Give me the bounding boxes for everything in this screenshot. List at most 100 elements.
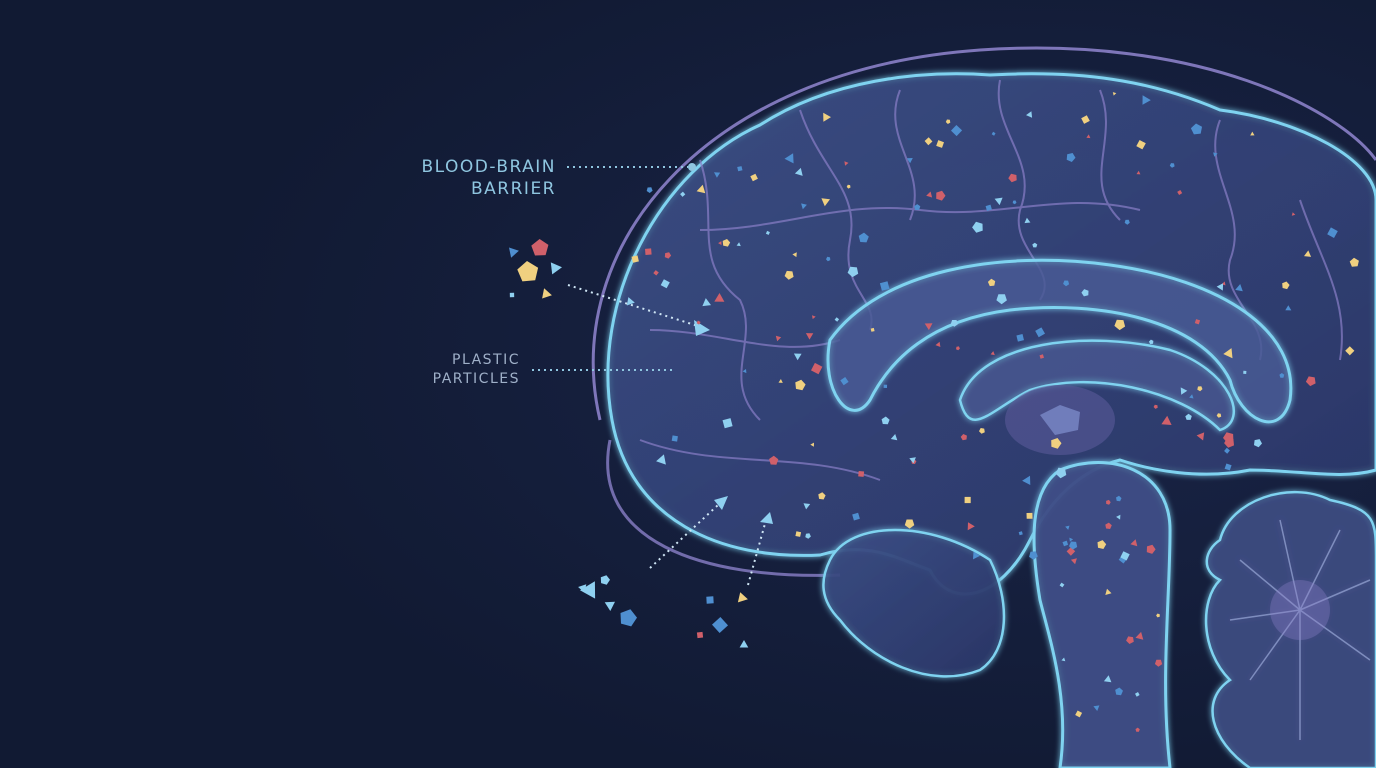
fornix bbox=[958, 339, 1236, 432]
plastic-particle bbox=[906, 158, 913, 164]
plastic-particle bbox=[1051, 438, 1062, 449]
plastic-particle bbox=[960, 434, 967, 441]
plastic-particle bbox=[714, 293, 725, 302]
plastic-particle bbox=[964, 496, 971, 504]
plastic-particle bbox=[852, 512, 860, 521]
plastic-particle bbox=[826, 256, 831, 262]
plastic-particle bbox=[1279, 373, 1285, 378]
plastic-particle bbox=[696, 631, 704, 639]
plastic-particle bbox=[994, 197, 1003, 206]
plastic-particle bbox=[990, 351, 995, 356]
plastic-particle bbox=[1194, 319, 1201, 325]
plastic-particle bbox=[1282, 281, 1290, 290]
plastic-particle bbox=[1135, 727, 1140, 732]
plastic-particle bbox=[950, 320, 958, 327]
cerebellum bbox=[1204, 491, 1376, 768]
plastic-particle bbox=[1189, 394, 1194, 399]
barrier-leader-dot bbox=[688, 163, 696, 171]
plastic-particle bbox=[1135, 631, 1144, 640]
plastic-particle bbox=[951, 125, 963, 137]
plastic-particle bbox=[926, 191, 933, 198]
plastic-particle bbox=[509, 247, 519, 258]
plastic-particle bbox=[1026, 512, 1033, 519]
plastic-particle bbox=[1103, 675, 1112, 683]
plastic-particle bbox=[656, 454, 666, 465]
plastic-particle bbox=[653, 270, 659, 276]
plastic-particle bbox=[664, 252, 672, 259]
plastic-particle bbox=[1032, 242, 1038, 248]
plastic-particle bbox=[1063, 280, 1070, 287]
plastic-particle bbox=[1116, 514, 1121, 520]
plastic-particle bbox=[696, 320, 701, 325]
plastic-particle bbox=[742, 369, 747, 374]
plastic-particle bbox=[765, 230, 770, 235]
plastic-particle bbox=[1093, 705, 1100, 711]
plastic-particle bbox=[834, 317, 840, 322]
plastic-particle bbox=[945, 119, 951, 124]
plastic-particle bbox=[1161, 415, 1172, 425]
plastic-particle bbox=[904, 519, 915, 529]
thalamus-core bbox=[1040, 405, 1080, 435]
plastic-particle bbox=[805, 533, 811, 539]
plastic-particle bbox=[1153, 404, 1158, 409]
plastic-particles bbox=[509, 92, 1359, 732]
plastic-particle bbox=[1146, 544, 1156, 554]
plastic-particle bbox=[1070, 558, 1077, 565]
temporal-lobe bbox=[822, 528, 1006, 678]
plastic-particle bbox=[712, 617, 728, 633]
plastic-particle bbox=[803, 503, 811, 510]
plastic-particle bbox=[737, 166, 743, 172]
plastic-particle bbox=[1039, 354, 1044, 359]
plastic-particle bbox=[870, 327, 875, 332]
plastic-particle bbox=[542, 288, 552, 299]
plastic-particle bbox=[1285, 305, 1292, 311]
plastic-particle bbox=[1035, 327, 1045, 338]
plastic-particle bbox=[1075, 710, 1083, 718]
plastic-particle bbox=[1349, 257, 1359, 267]
plastic-particle bbox=[1086, 134, 1091, 139]
plastic-particle bbox=[1243, 370, 1247, 374]
plastic-particle bbox=[737, 592, 748, 603]
plastic-particle bbox=[1135, 692, 1140, 697]
plastic-particle bbox=[795, 379, 806, 391]
plastic-particle bbox=[1024, 217, 1031, 224]
plastic-particle bbox=[1065, 525, 1070, 530]
plastic-particle bbox=[973, 551, 981, 560]
plastic-particle bbox=[793, 353, 802, 361]
plastic-particle bbox=[736, 242, 741, 247]
plastic-particle bbox=[818, 492, 826, 500]
plastic-particle bbox=[714, 172, 721, 178]
plastic-particle bbox=[722, 239, 731, 247]
plastic-particle bbox=[956, 346, 960, 351]
plastic-particle bbox=[1116, 495, 1122, 502]
plastic-particle bbox=[879, 281, 890, 291]
plastic-particle bbox=[1026, 111, 1033, 118]
plastic-particle bbox=[914, 204, 921, 210]
plastic-particle bbox=[1008, 173, 1017, 183]
plastic-particle bbox=[604, 601, 615, 611]
plastic-particle bbox=[801, 203, 807, 210]
plastic-particle bbox=[1115, 687, 1123, 696]
plastic-particle bbox=[1126, 636, 1134, 644]
plastic-particle bbox=[1148, 339, 1154, 345]
plastic-particle bbox=[702, 298, 711, 307]
plastic-particle bbox=[1154, 659, 1163, 667]
plastic-particle bbox=[784, 153, 794, 164]
plastic-particle bbox=[1304, 250, 1312, 257]
plastic-particle bbox=[805, 333, 814, 340]
arrowhead-icons bbox=[694, 320, 773, 524]
plastic-particle bbox=[750, 173, 758, 182]
barrier-label-line1: BLOOD-BRAIN bbox=[421, 157, 556, 177]
plastic-particle bbox=[1081, 289, 1089, 297]
blood-brain-barrier-label: BLOOD-BRAIN BARRIER bbox=[380, 156, 556, 200]
plastic-particle bbox=[936, 140, 944, 148]
plastic-particle bbox=[1130, 539, 1138, 547]
plastic-particle bbox=[1097, 540, 1107, 549]
plastic-particle bbox=[967, 522, 975, 531]
plastic-particle bbox=[1081, 115, 1090, 124]
plastic-particle bbox=[550, 262, 562, 275]
plastic-particle bbox=[1213, 152, 1218, 157]
plastic-particle bbox=[671, 435, 678, 442]
plastic-particle bbox=[1105, 522, 1112, 529]
